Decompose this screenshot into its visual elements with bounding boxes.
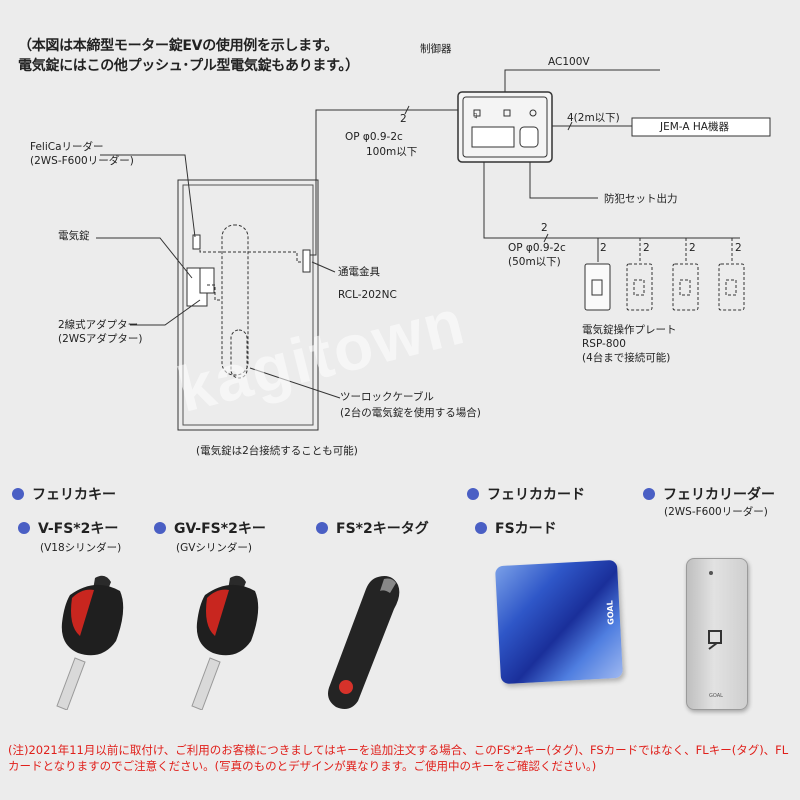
svg-text:ｺ: ｺ	[474, 112, 478, 120]
intro-line-1: （本図は本締型モーター錠EVの使用例を示します。	[18, 38, 338, 54]
door-frame	[177, 179, 319, 431]
ac-label: AC100V	[548, 56, 590, 68]
vfs-key-heading: V-FS*2キー	[18, 518, 118, 538]
plate-name: 電気錠操作プレート	[582, 324, 677, 336]
main-cable-length: 100m以下	[366, 146, 418, 158]
contact-label: 通電金具	[338, 266, 380, 278]
contact-model: RCL-202NC	[338, 289, 397, 301]
fs-tag-heading: FS*2キータグ	[316, 518, 429, 538]
adapter-leader	[130, 299, 201, 326]
felica-card-heading: フェリカカード	[467, 484, 585, 504]
felica-reader-model: (2WS-F600リーダー)	[30, 155, 134, 167]
bullet-icon	[18, 522, 30, 534]
twolock-leader	[249, 367, 341, 399]
plate-1	[584, 263, 611, 311]
fs-tag-image	[328, 576, 400, 709]
security-output-label: 防犯セット出力	[604, 193, 678, 205]
lock-label: 電気錠	[58, 230, 90, 242]
wiring-diagram: ｺ	[96, 69, 771, 431]
bullet-icon	[467, 488, 479, 500]
jem-label: JEM-A HA機器	[660, 121, 729, 133]
felica-reader-image: GOAL	[686, 558, 748, 710]
lock-leader	[96, 237, 193, 279]
reader-symbol-icon	[708, 571, 722, 650]
bullet-icon	[154, 522, 166, 534]
plate-model: RSP-800	[582, 338, 626, 350]
door-note: (電気錠は2台接続することも可能)	[196, 445, 358, 457]
plate-note: (4台まで接続可能)	[582, 352, 671, 364]
plate-cable-count: 2	[541, 222, 548, 234]
main-cable-count: 2	[400, 113, 407, 125]
vfs-key-image	[56, 575, 124, 710]
adapter-model: (2WSアダプター)	[58, 333, 143, 345]
main-cable	[310, 109, 475, 256]
plate-cable-spec: OP φ0.9-2c	[508, 242, 566, 254]
plate-cable-length: (50m以下)	[508, 256, 561, 268]
intro-line-2: 電気錠にはこの他プッシュ･プル型電気錠もあります。）	[18, 58, 359, 74]
door-inner	[182, 184, 314, 426]
fs-card-image: GOAL	[494, 559, 624, 685]
contact-leader	[311, 261, 336, 273]
vfs-key-sub: (V18シリンダー)	[40, 542, 122, 554]
felica-reader-sub: (2WS-F600リーダー)	[664, 506, 768, 518]
bullet-icon	[643, 488, 655, 500]
ac-line	[504, 69, 660, 92]
reader-leader	[100, 154, 196, 238]
door-reader-box	[192, 234, 201, 250]
twolock-note: (2台の電気錠を使用する場合)	[340, 407, 481, 419]
felica-reader-label: FeliCaリーダー	[30, 141, 104, 153]
contact-box	[302, 249, 311, 273]
plate-count-2: 2	[643, 242, 650, 254]
bullet-icon	[12, 488, 24, 500]
felica-reader-heading: フェリカリーダー	[643, 484, 775, 504]
plate-count-4: 2	[735, 242, 742, 254]
bullet-icon	[316, 522, 328, 534]
plate-count-3: 2	[689, 242, 696, 254]
jem-box	[631, 117, 771, 137]
jem-count-label: 4(2m以下)	[567, 112, 620, 124]
card-brand-logo: GOAL	[604, 600, 616, 625]
plate-2	[626, 263, 653, 311]
felica-key-heading: フェリカキー	[12, 484, 116, 504]
gvfs-key-heading: GV-FS*2キー	[154, 518, 266, 538]
reader-brand-logo: GOAL	[709, 693, 723, 699]
footnote: (注)2021年11月以前に取付け、ご利用のお客様につきましてはキーを追加注文す…	[8, 743, 789, 773]
plate-4	[718, 263, 745, 311]
adapter-label: 2線式アダプター	[58, 319, 139, 331]
gvfs-key-image	[191, 575, 259, 710]
cable-loop-2	[230, 329, 248, 379]
intro-text: （本図は本締型モーター錠EVの使用例を示します。 電気錠にはこの他プッシュ･プル…	[18, 36, 359, 76]
main-cable-spec: OP φ0.9-2c	[345, 131, 403, 143]
gvfs-key-sub: (GVシリンダー)	[176, 542, 253, 554]
twolock-label: ツーロックケーブル	[340, 391, 434, 403]
plate-3	[672, 263, 699, 311]
cable-loop-1	[221, 224, 249, 376]
bullet-icon	[475, 522, 487, 534]
plate-count-1: 2	[600, 242, 607, 254]
security-line	[529, 162, 598, 199]
controller-label: 制御器	[420, 43, 452, 55]
plate-bus	[483, 162, 740, 239]
fs-card-heading: FSカード	[475, 518, 557, 538]
